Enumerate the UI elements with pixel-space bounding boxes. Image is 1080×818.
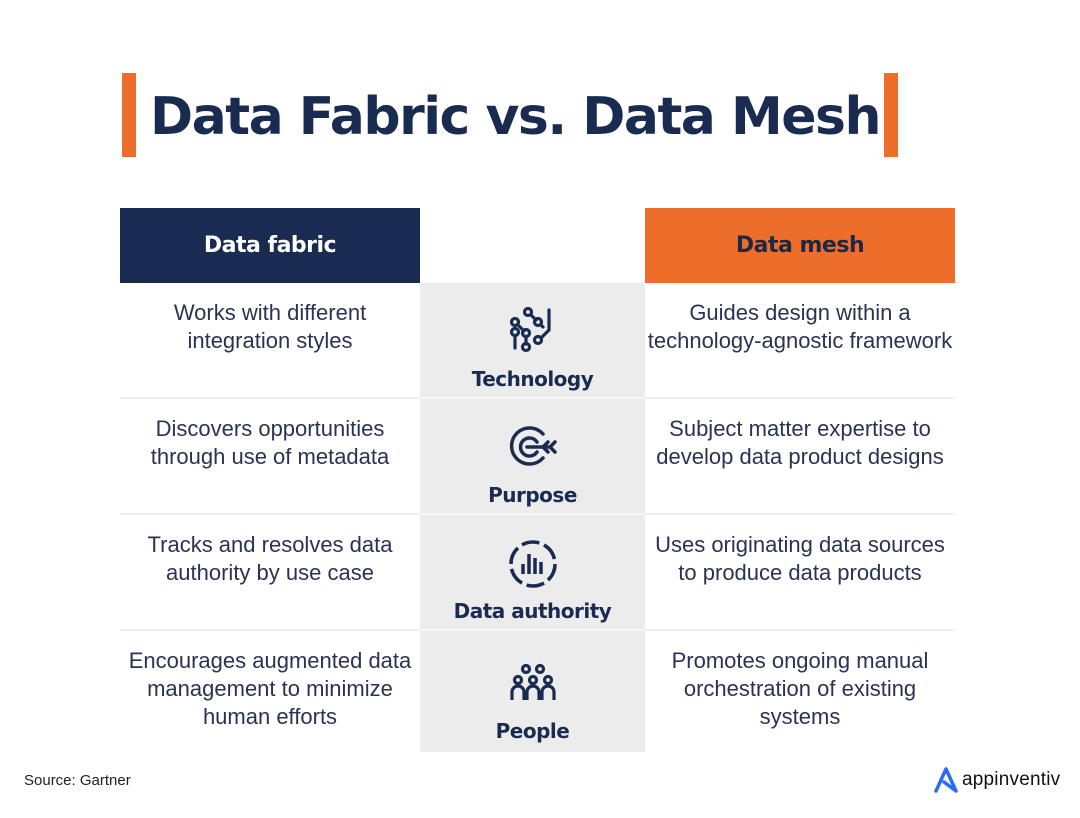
category-cell: Purpose bbox=[420, 399, 645, 515]
brand-name: appinventiv bbox=[962, 769, 1061, 790]
category-label: People bbox=[495, 718, 570, 743]
category-cell: People bbox=[420, 631, 645, 752]
bar-chart-circle-icon bbox=[508, 540, 557, 588]
header-data-mesh: Data mesh bbox=[645, 208, 955, 283]
category-label: Data authority bbox=[453, 599, 612, 623]
category-cell: Technology bbox=[420, 283, 645, 399]
target-arrow-icon bbox=[509, 426, 557, 466]
title-accent-right bbox=[884, 73, 898, 157]
table-row: Discovers opportunities through use of m… bbox=[120, 399, 955, 515]
mesh-cell: Uses originating data sources to produce… bbox=[645, 515, 955, 631]
mesh-cell: Guides design within a technology-agnost… bbox=[645, 283, 955, 399]
fabric-cell: Works with different integration styles bbox=[120, 283, 420, 399]
fabric-cell: Encourages augmented data management to … bbox=[128, 648, 412, 729]
header-data-fabric: Data fabric bbox=[120, 208, 420, 283]
table-row: Encourages augmented data management to … bbox=[120, 631, 955, 752]
people-group-icon bbox=[509, 663, 556, 700]
category-label: Purpose bbox=[488, 483, 577, 507]
appinventiv-logo-icon bbox=[934, 767, 958, 793]
fabric-cell: Tracks and resolves data authority by us… bbox=[120, 515, 420, 631]
category-cell: Data authority bbox=[420, 515, 645, 631]
source-caption: Source: Gartner bbox=[24, 772, 131, 789]
fabric-cell: Discovers opportunities through use of m… bbox=[120, 399, 420, 515]
brand-logo: appinventiv bbox=[932, 766, 1060, 794]
table-row: Tracks and resolves data authority by us… bbox=[120, 515, 955, 631]
title-accent-left bbox=[122, 73, 136, 157]
table-row: Works with different integration styles … bbox=[120, 283, 955, 399]
mesh-cell: Promotes ongoing manual orchestration of… bbox=[671, 648, 929, 729]
page-title: Data Fabric vs. Data Mesh bbox=[150, 87, 881, 147]
category-label: Technology bbox=[471, 367, 594, 391]
circuit-icon bbox=[509, 306, 551, 353]
mesh-cell: Subject matter expertise to develop data… bbox=[645, 399, 955, 515]
